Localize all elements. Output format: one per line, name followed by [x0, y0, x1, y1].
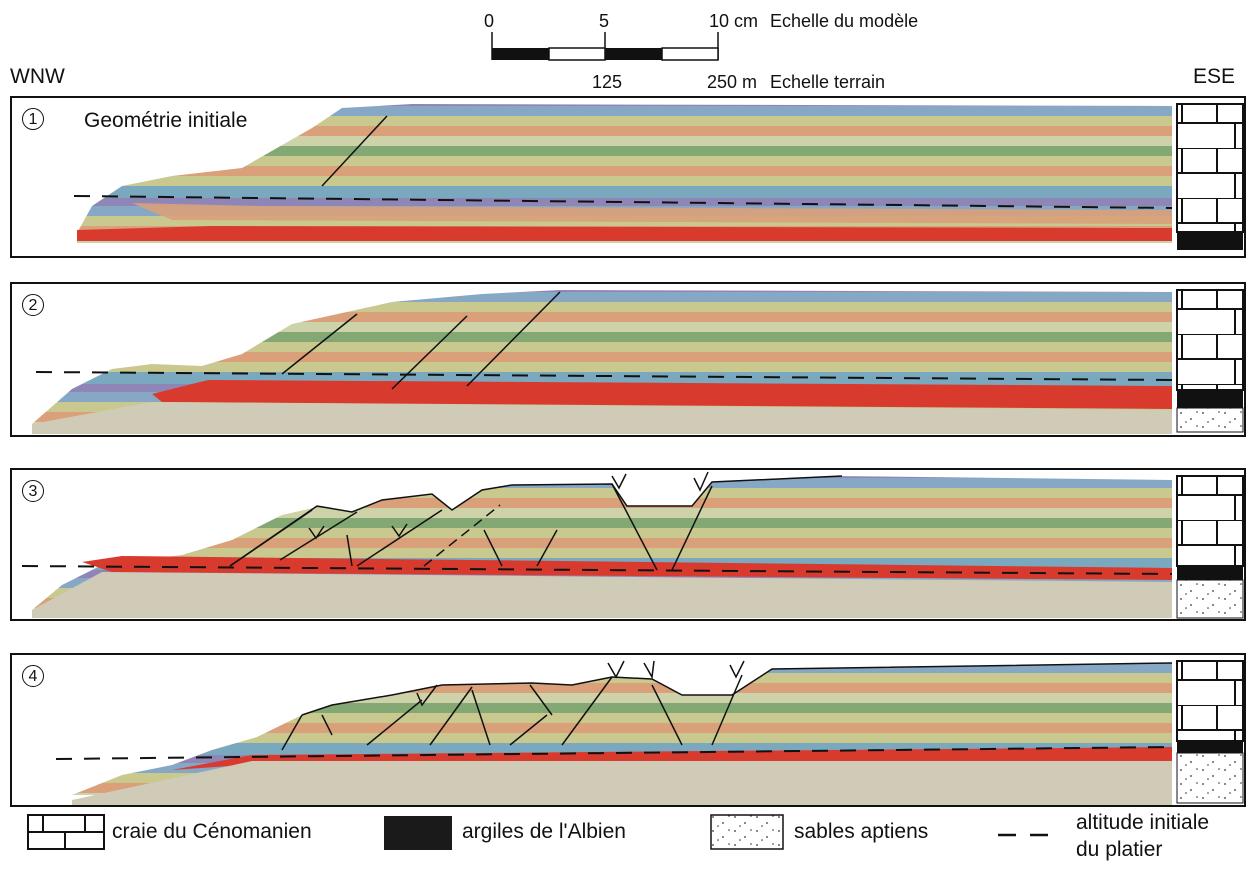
fault-arrow-icon: [693, 471, 709, 492]
scale-terrain-label: Echelle terrain: [770, 72, 886, 92]
fault-arrow-icon: [729, 660, 745, 679]
profile-line: [301, 662, 1173, 716]
platier-altitude-line: [35, 371, 1173, 381]
fault-arrow-icon: [308, 525, 325, 540]
panel-title-1: Geométrie initiale: [84, 109, 248, 132]
cross-section-1: [73, 103, 1244, 250]
fault-line: [321, 115, 388, 187]
panel-number-1: 1: [22, 108, 44, 130]
orientation-right: ESE: [1193, 65, 1236, 88]
fault-line: [466, 291, 561, 387]
scale-bar-graphic: [491, 32, 719, 61]
fault-arrow-icon: [607, 660, 625, 679]
profile-line: [229, 475, 843, 567]
fault-line: [391, 315, 468, 390]
legend-clay-label: argiles de l'Albien: [462, 820, 626, 843]
scale-model-label: Echelle du modèle: [770, 11, 919, 31]
scale-tick-5: 5: [599, 11, 610, 31]
fault-line: [281, 313, 358, 375]
panel-2: 2: [10, 282, 1246, 437]
chalk-swatch: [27, 814, 105, 850]
platier-altitude-line: [21, 565, 1173, 575]
clay-swatch: [384, 816, 452, 850]
scale-tick-125: 125: [592, 72, 623, 92]
platier-altitude-line: [55, 746, 1173, 760]
fault-arrow-icon: [643, 660, 655, 680]
altitude-dash-swatch: [998, 833, 1058, 837]
legend-sand-label: sables aptiens: [794, 820, 929, 843]
legend-altitude-label-2: du platier: [1076, 838, 1163, 861]
orientation-left: WNW: [10, 65, 65, 88]
cross-section-3: [21, 471, 1244, 619]
scale-tick-10cm: 10 cm: [709, 11, 759, 31]
cross-section-2: [32, 289, 1244, 434]
scale-tick-0: 0: [484, 11, 495, 31]
panel-number-2: 2: [22, 294, 44, 316]
platier-altitude-line: [73, 195, 1173, 209]
fault-arrow-icon: [611, 473, 627, 490]
cross-section-4: [55, 660, 1244, 805]
panel-number-4: 4: [22, 665, 44, 687]
fault-line: [279, 511, 358, 561]
legend-chalk-label: craie du Cénomanien: [112, 820, 312, 843]
sand-swatch: [710, 814, 784, 850]
panel-number-3: 3: [22, 480, 44, 502]
panel-3: 3: [10, 468, 1246, 621]
fault-arrow-icon: [416, 684, 438, 707]
legend-altitude-label-1: altitude initiale: [1076, 811, 1210, 834]
panel-4: 4: [10, 653, 1246, 807]
fault-arrow-icon: [391, 523, 408, 538]
panel-1: 1 Geométrie initiale: [10, 96, 1246, 258]
scale-tick-250m: 250 m: [707, 72, 758, 92]
